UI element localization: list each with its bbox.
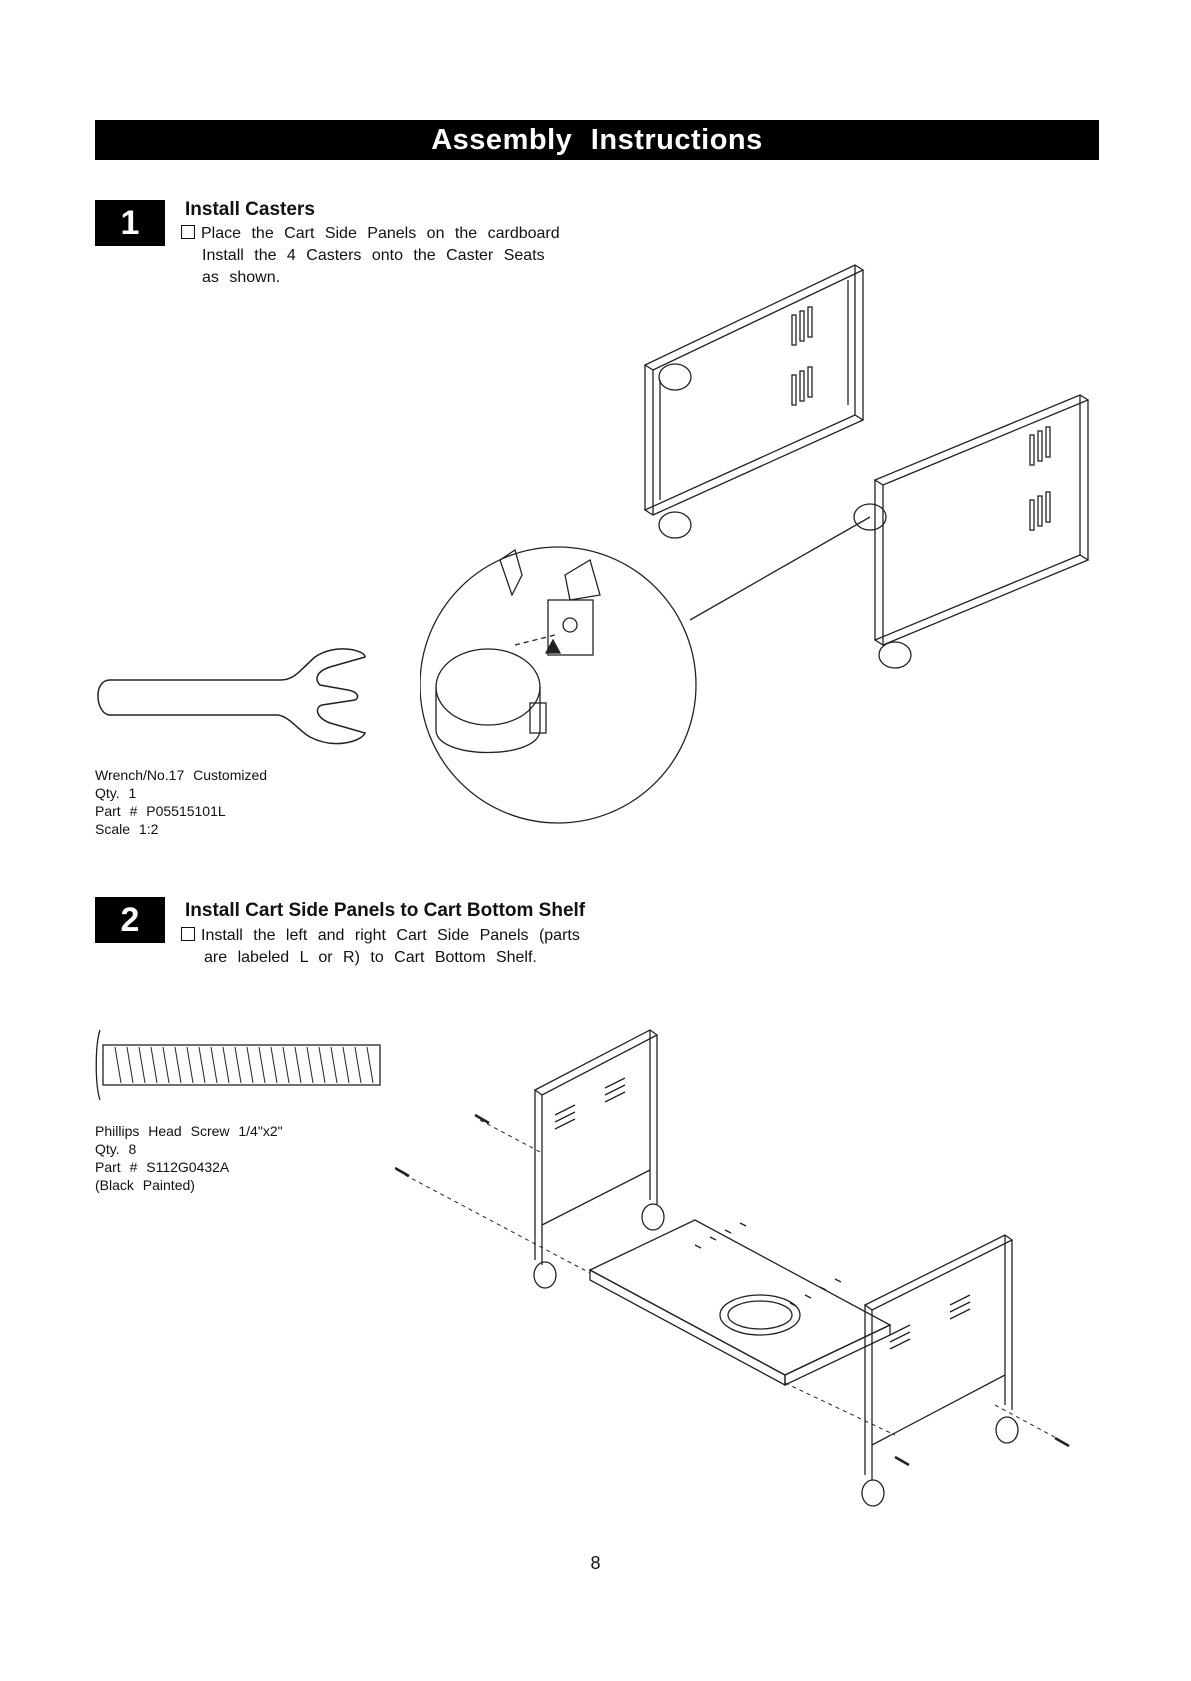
step-1-instruction: as shown. (202, 269, 281, 286)
screw-icon (395, 1113, 1070, 1467)
step-2-instruction: Install the left and right Cart Side Pan… (181, 925, 580, 947)
step-2-instruction: are labeled L or R) to Cart Bottom Shelf… (204, 949, 537, 966)
caster-wheel-icon (658, 511, 692, 539)
caster-wheel-icon (995, 1416, 1019, 1444)
caster-wheel-icon (641, 1203, 665, 1231)
step-1-instruction: Install the 4 Casters onto the Caster Se… (202, 247, 545, 264)
step-1-badge: 1 (95, 200, 165, 246)
caster-wheel-icon (533, 1261, 557, 1289)
checkbox-icon (181, 927, 195, 941)
cart-side-panel-right (861, 1234, 1019, 1507)
caster-wheel-icon (878, 641, 912, 669)
caster-wheel-icon (861, 1479, 885, 1507)
page-number: 8 (590, 1553, 601, 1573)
phillips-head-screw-icon (95, 1029, 381, 1101)
page-title: Assembly Instructions (95, 120, 1099, 160)
step-2-badge: 2 (95, 897, 165, 943)
cart-side-panel-left (533, 1029, 665, 1289)
wrench-icon (97, 648, 366, 745)
step-1-title: Install Casters (185, 199, 315, 220)
step-1-instruction: Place the Cart Side Panels on the cardbo… (181, 223, 560, 245)
caster-install-diagram (420, 264, 1090, 824)
caster-wheel-icon (658, 363, 692, 391)
cart-side-panel-right (853, 394, 1090, 669)
wrench-spec: Wrench/No.17 Customized Qty. 1 Part # P0… (95, 767, 268, 837)
screw-spec: Phillips Head Screw 1/4"x2" Qty. 8 Part … (95, 1123, 283, 1193)
cart-assembly-diagram (395, 1029, 1070, 1507)
step-2-title: Install Cart Side Panels to Cart Bottom … (185, 900, 586, 921)
checkbox-icon (181, 225, 195, 239)
cart-side-panel-left (643, 264, 865, 539)
caster-wheel-icon (853, 503, 887, 531)
caster-detail-magnified (420, 546, 697, 824)
cart-bottom-shelf (588, 1219, 892, 1387)
